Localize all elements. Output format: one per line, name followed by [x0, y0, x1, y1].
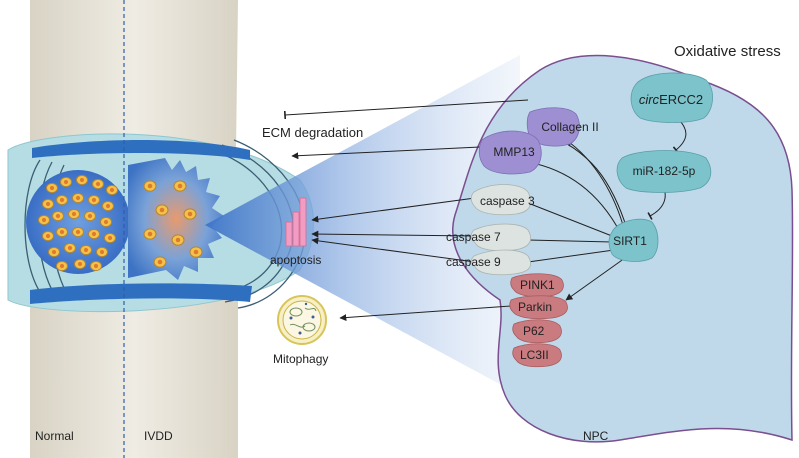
- lc3-label: LC3II: [520, 348, 549, 362]
- cell-nucleus-dot: [63, 179, 69, 185]
- cell-nucleus-dot: [49, 185, 55, 191]
- cell-nucleus-dot: [59, 263, 65, 269]
- pink1-node: PINK1: [510, 273, 564, 298]
- circ-suffix: ERCC2: [659, 92, 703, 107]
- cell-nucleus-dot: [75, 229, 81, 235]
- circ-prefix: circ: [639, 92, 660, 107]
- apoptosis-label: apoptosis: [270, 253, 321, 267]
- cell-nucleus-dot: [91, 197, 97, 203]
- projection-cone: [205, 55, 520, 395]
- collagen-node: Collagen II: [526, 107, 599, 147]
- caspase3-label: caspase 3: [480, 194, 535, 208]
- p62-label: P62: [523, 324, 545, 338]
- cell-nucleus-dot: [55, 213, 61, 219]
- mitochondrion-icon: [277, 295, 327, 345]
- cell-nucleus-dot: [79, 177, 85, 183]
- caspase9-label: caspase 9: [446, 255, 501, 269]
- collagen-label: Collagen II: [541, 120, 598, 134]
- p62-node: P62: [512, 319, 562, 344]
- cell-nucleus-dot: [193, 249, 199, 255]
- mir-node: miR-182-5p: [616, 150, 712, 193]
- svg-text:circERCC2: circERCC2: [639, 92, 703, 107]
- lc3-node: LC3II: [512, 343, 562, 368]
- cell-nucleus-dot: [105, 203, 111, 209]
- cell-nucleus-dot: [159, 207, 165, 213]
- cell-nucleus-dot: [75, 195, 81, 201]
- mitophagy-label: Mitophagy: [273, 352, 328, 366]
- cell-nucleus-dot: [71, 211, 77, 217]
- cell-nucleus-dot: [107, 235, 113, 241]
- npc-label: NPC: [583, 429, 609, 443]
- cell-nucleus-dot: [83, 247, 89, 253]
- cell-nucleus-dot: [45, 201, 51, 207]
- cell-nucleus-dot: [177, 183, 183, 189]
- cell-nucleus-dot: [87, 213, 93, 219]
- mmp13-label: MMP13: [493, 145, 535, 159]
- ivdd-label: IVDD: [144, 429, 173, 443]
- cell-nucleus-dot: [77, 261, 83, 267]
- lower-vertebra: [30, 295, 238, 458]
- spine-segment: [7, 0, 314, 458]
- sirt1-node: SIRT1: [608, 218, 659, 262]
- cell-nucleus-dot: [147, 183, 153, 189]
- ecm-degradation-label: ECM degradation: [262, 125, 363, 140]
- cell-nucleus-dot: [51, 249, 57, 255]
- nucleus-cells: [38, 174, 203, 272]
- cell-nucleus-dot: [109, 187, 115, 193]
- normal-label: Normal: [35, 429, 74, 443]
- pink1-label: PINK1: [520, 278, 555, 292]
- cell-nucleus-dot: [95, 181, 101, 187]
- cell-nucleus-dot: [93, 263, 99, 269]
- cell-nucleus-dot: [41, 217, 47, 223]
- caspase7-node: caspase 7: [446, 223, 531, 252]
- cell-nucleus-dot: [99, 249, 105, 255]
- cell-nucleus-dot: [59, 229, 65, 235]
- caspase9-node: caspase 9: [446, 249, 531, 276]
- cell-nucleus-dot: [45, 233, 51, 239]
- cell-nucleus-dot: [91, 231, 97, 237]
- oxidative-stress-label: Oxidative stress: [674, 43, 781, 60]
- cell-nucleus-dot: [103, 219, 109, 225]
- cell-nucleus-dot: [157, 259, 163, 265]
- cell-nucleus-dot: [59, 197, 65, 203]
- caspase3-node: caspase 3: [470, 184, 535, 216]
- apoptosis-bars-icon: [285, 197, 307, 247]
- cell-nucleus-dot: [147, 231, 153, 237]
- circercc2-node: circERCC2: [630, 72, 713, 123]
- upper-endplate: [32, 140, 250, 160]
- caspase7-label: caspase 7: [446, 230, 501, 244]
- cell-nucleus-dot: [175, 237, 181, 243]
- parkin-label: Parkin: [518, 300, 552, 314]
- upper-vertebra: [30, 0, 238, 150]
- cell-nucleus-dot: [187, 211, 193, 217]
- sirt1-label: SIRT1: [613, 234, 647, 248]
- parkin-node: Parkin: [509, 295, 568, 320]
- mir-label: miR-182-5p: [633, 164, 696, 178]
- lower-endplate: [30, 283, 252, 304]
- mmp13-node: MMP13: [478, 130, 542, 175]
- cell-nucleus-dot: [67, 245, 73, 251]
